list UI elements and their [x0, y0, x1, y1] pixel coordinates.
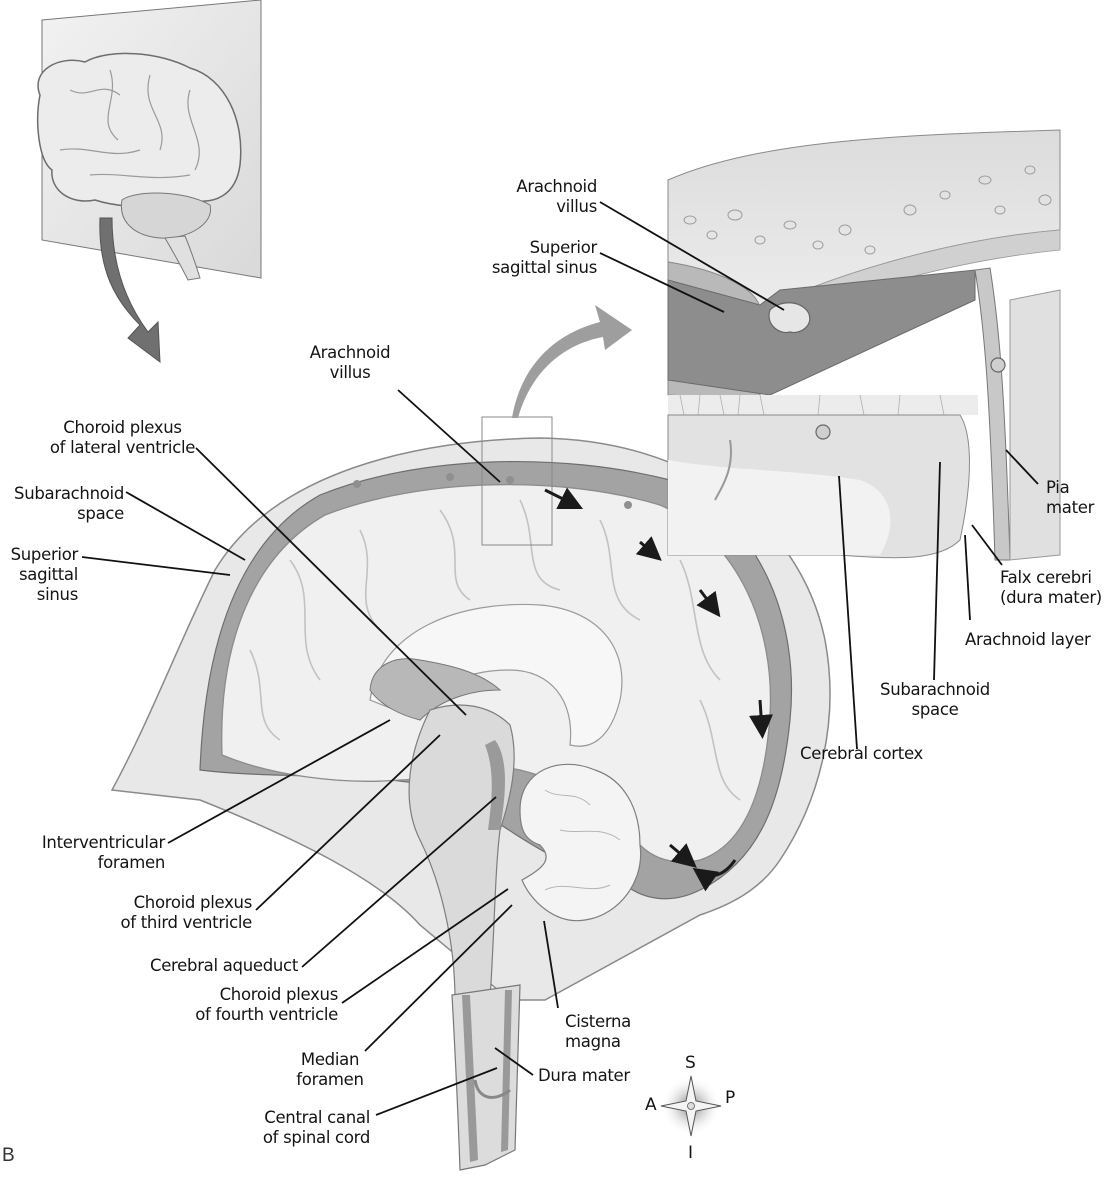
corpus-callosum — [369, 603, 623, 747]
label-choroid-plexus-lateral: Choroid plexus of lateral ventricle — [30, 418, 215, 458]
label-line: Arachnoid — [516, 177, 597, 196]
label-line: of third ventricle — [120, 913, 253, 932]
right-hemisphere-inset — [1009, 289, 1061, 561]
orientation-inset — [36, 0, 262, 364]
label-cisterna-magna: Cisterna magna — [565, 1012, 645, 1052]
label-line: space — [77, 504, 124, 523]
label-line: Pia — [1046, 478, 1070, 497]
curved-arrow-up-icon — [512, 305, 632, 418]
label-line: Choroid plexus — [219, 985, 339, 1004]
lateral-ventricle — [369, 658, 502, 721]
vessel-inset-2 — [815, 424, 831, 440]
compass-anterior: A — [645, 1095, 657, 1115]
superior-sagittal-sinus-inset — [667, 269, 976, 396]
label-subarachnoid-space-left: Subarachnoid space — [0, 484, 124, 524]
vessel-inset — [990, 357, 1006, 373]
label-pia-mater: Pia mater — [1046, 478, 1106, 518]
panel-letter: B — [2, 1145, 15, 1166]
label-cerebral-aqueduct: Cerebral aqueduct — [100, 956, 298, 976]
compass-posterior: P — [725, 1088, 736, 1108]
meninges-inset — [667, 129, 1061, 561]
label-line: villus — [556, 197, 597, 216]
leader-lines — [81, 201, 1039, 1116]
label-line: Superior — [10, 545, 79, 564]
label-line: Subarachnoid — [14, 484, 124, 503]
label-line: sagittal sinus — [491, 258, 597, 277]
bone-pores — [683, 165, 1052, 255]
label-superior-sagittal-sinus-inset: Superior sagittal sinus — [470, 238, 597, 278]
sagittal-section — [110, 305, 831, 1171]
label-arachnoid-villus-inset: Arachnoid villus — [480, 177, 597, 217]
cerebellum — [519, 763, 642, 922]
arachnoid-villus-inset — [768, 302, 811, 334]
label-line: Superior — [529, 238, 598, 257]
spinal-csf-right — [501, 990, 512, 1152]
label-line: foramen — [97, 853, 166, 872]
label-arachnoid-layer: Arachnoid layer — [965, 630, 1109, 650]
gyri — [249, 499, 741, 801]
label-line: Cerebral aqueduct — [149, 956, 298, 975]
label-line: Arachnoid — [309, 343, 391, 362]
label-line: Cisterna — [565, 1012, 631, 1031]
sulcus-inset — [714, 439, 732, 501]
label-line: Choroid plexus — [63, 418, 182, 437]
label-line: mater — [1046, 498, 1095, 517]
label-line: Cerebral cortex — [800, 744, 923, 763]
label-line: (dura mater) — [1000, 588, 1102, 607]
label-arachnoid-villus-main: Arachnoid villus — [300, 343, 400, 383]
label-line: Falx cerebri — [1000, 568, 1092, 587]
brainstem-csf — [485, 740, 505, 830]
label-cerebral-cortex: Cerebral cortex — [800, 744, 950, 764]
central-canal-loop — [473, 1079, 511, 1099]
label-line: Interventricular — [41, 833, 165, 852]
label-line: of spinal cord — [262, 1128, 370, 1147]
label-choroid-plexus-third: Choroid plexus of third ventricle — [70, 893, 253, 933]
label-interventricular-foramen: Interventricular foramen — [20, 833, 165, 873]
label-subarachnoid-space-inset: Subarachnoid space — [870, 680, 1000, 720]
label-line: magna — [565, 1032, 621, 1051]
falx-cerebri-inset — [974, 267, 1011, 561]
subarachnoid-fibres-inset — [668, 395, 978, 415]
label-superior-sagittal-sinus-left: Superior sagittal sinus — [0, 545, 79, 605]
label-median-foramen: Median foramen — [280, 1050, 380, 1090]
label-line: Median — [300, 1050, 360, 1069]
third-ventricle-brainstem — [408, 704, 515, 1001]
label-line: Choroid plexus — [133, 893, 253, 912]
label-choroid-plexus-fourth: Choroid plexus of fourth ventricle — [140, 985, 338, 1025]
label-line: foramen — [296, 1070, 364, 1089]
label-line: space — [911, 700, 959, 719]
compass-inferior: I — [688, 1143, 694, 1163]
label-line: villus — [329, 363, 371, 382]
label-line: Central canal — [264, 1108, 370, 1127]
compass-superior: S — [685, 1053, 696, 1073]
label-line: sagittal — [19, 565, 78, 584]
label-dura-mater: Dura mater — [538, 1066, 648, 1086]
small-cerebellum — [120, 192, 211, 239]
label-line: Subarachnoid — [880, 680, 990, 699]
label-line: sinus — [36, 585, 79, 604]
csf-flow-arrows — [544, 487, 773, 892]
arachnoid-villi — [353, 473, 632, 509]
label-falx-cerebri: Falx cerebri (dura mater) — [1000, 568, 1109, 608]
label-line: of fourth ventricle — [195, 1005, 338, 1024]
label-line: Dura mater — [538, 1066, 630, 1085]
label-central-canal: Central canal of spinal cord — [220, 1108, 370, 1148]
label-line: of lateral ventricle — [49, 438, 196, 457]
curved-arrow-down-icon — [99, 217, 161, 364]
compass-rose-icon — [660, 1075, 722, 1137]
label-line: Arachnoid layer — [965, 630, 1091, 649]
small-brainstem — [164, 235, 201, 281]
